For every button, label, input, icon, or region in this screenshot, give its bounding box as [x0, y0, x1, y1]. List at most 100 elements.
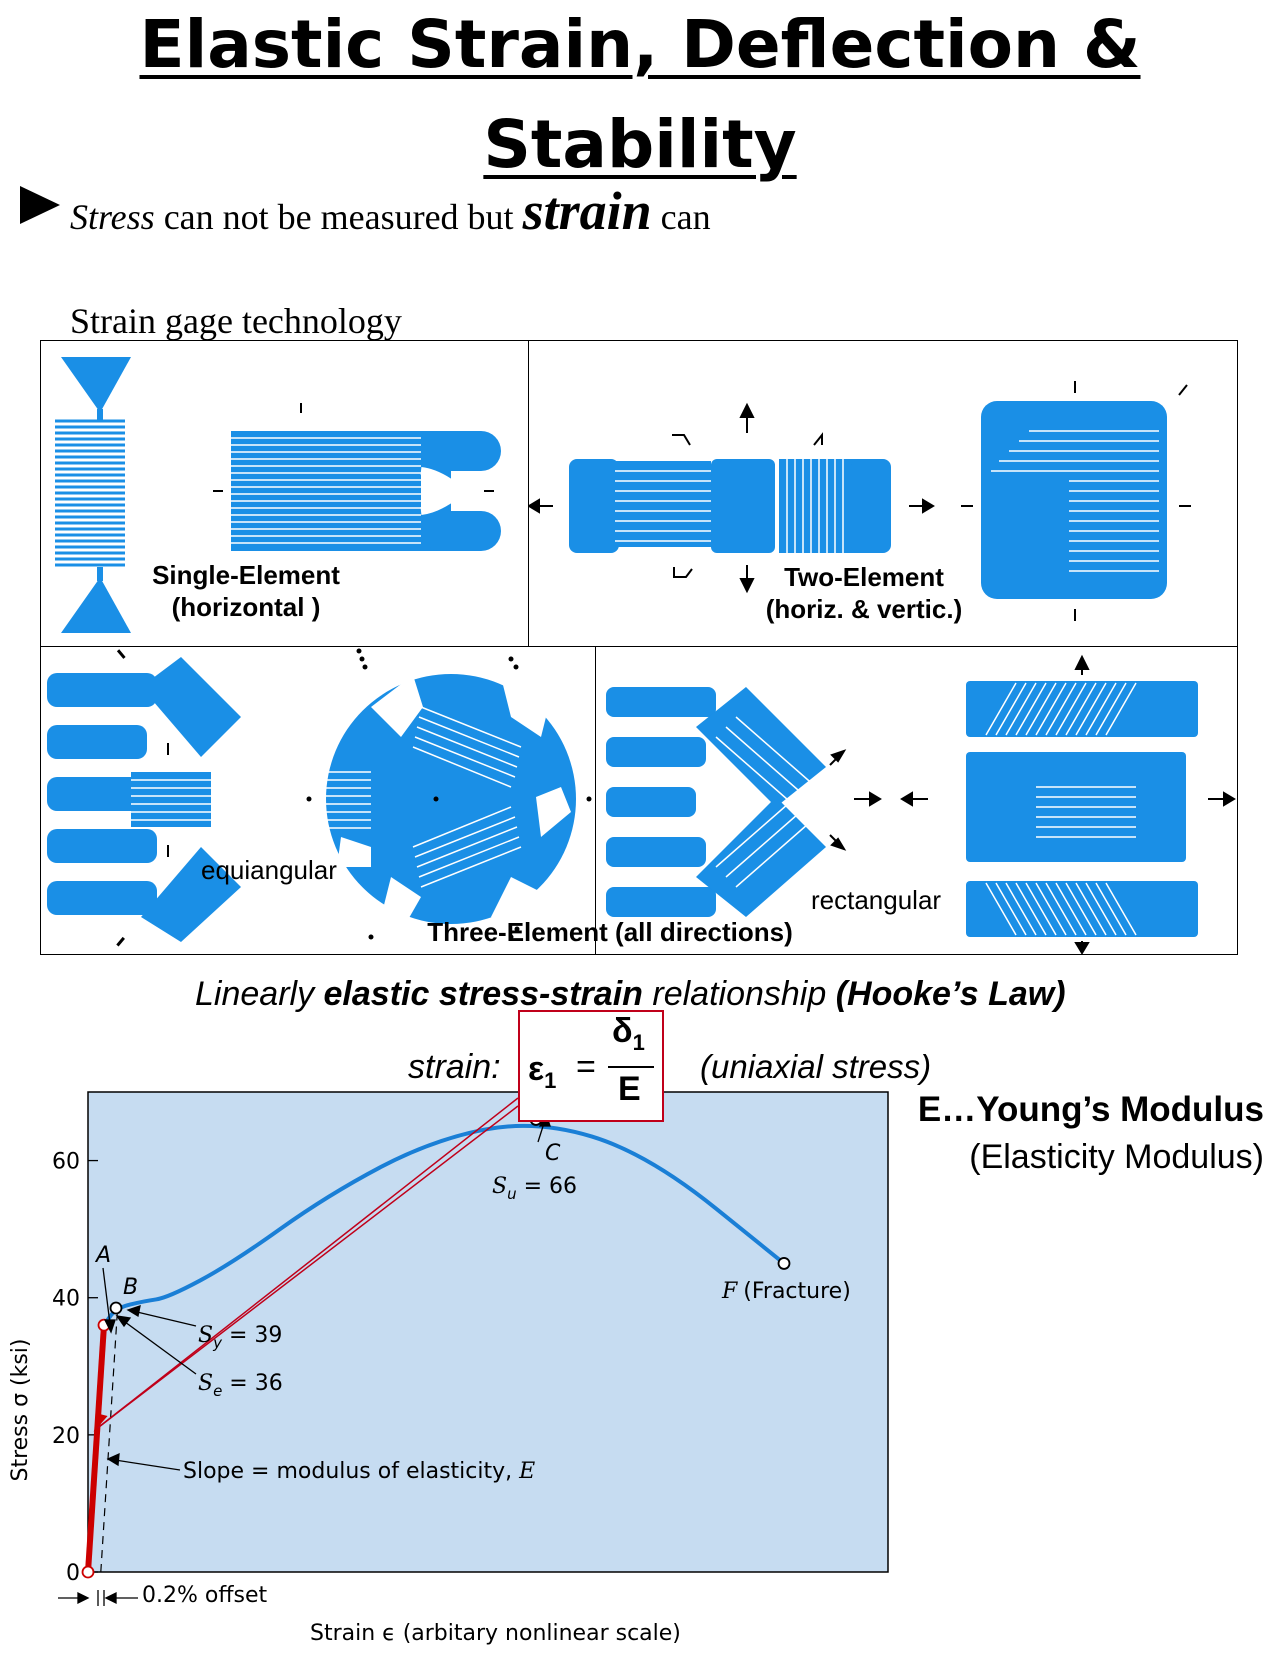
label-su-sub: u [507, 1185, 517, 1203]
label-sy-val: = 39 [222, 1323, 282, 1348]
formula-callout-line-1 [97, 1097, 519, 1429]
label-single-line2: (horizontal ) [171, 592, 321, 622]
y-axis-label: Stress σ (ksi) [8, 1338, 33, 1481]
label-fracture-text: (Fracture) [743, 1279, 851, 1304]
label-slope-text: Slope = modulus of elasticity, [183, 1459, 519, 1484]
label-su-s: S [492, 1174, 507, 1199]
formula-numerator: δ1 [612, 1012, 645, 1056]
stress-strain-curve [102, 1123, 786, 1327]
label-single-line1: Single-Element [152, 560, 340, 590]
eq-tab-5 [47, 881, 157, 915]
label-two-line2: (horiz. & vertic.) [765, 594, 963, 624]
two-grid-gaps [615, 430, 1159, 572]
label-equiangular: equiangular [201, 855, 337, 885]
hooke-text-1: Linearly [195, 975, 324, 1013]
strain-formula-label: strain: [408, 1048, 501, 1086]
rect-tab-1 [606, 687, 716, 717]
formula-callout-arrowhead [93, 1414, 108, 1432]
chart-point-marker [109, 1301, 123, 1315]
subheading-strain-gage: Strain gage technology [70, 301, 402, 341]
label-su-val: = 66 [517, 1174, 577, 1199]
bullet-triangle-icon [20, 186, 60, 224]
formula-lhs: ε1 [528, 1050, 556, 1094]
label-su: Su = 66 [492, 1174, 577, 1203]
formula-delta: δ [612, 1012, 633, 1050]
label-slope: Slope = modulus of elasticity, E [183, 1459, 535, 1484]
label-se-val: = 36 [222, 1371, 282, 1396]
formula-denominator: E [618, 1070, 641, 1108]
formula-callout-line-2 [97, 1105, 519, 1429]
single-alignment-marks [213, 403, 494, 492]
chart-key-points [81, 1113, 791, 1579]
gage-tab-top [61, 357, 131, 411]
single-tab-lower [421, 511, 501, 551]
page-title-line2: Stability [483, 106, 797, 183]
rect-tab-3 [606, 787, 696, 817]
rect-grid-gaps [715, 682, 1137, 936]
two-arrows [529, 381, 1191, 621]
panel-three-element-equiangular: equiangular [40, 646, 597, 955]
rect-grid-bottom [966, 881, 1198, 937]
gage-tab-bottom [61, 579, 131, 633]
rectangular-gage-drawings [606, 654, 1236, 954]
label-point-a: A [94, 1243, 111, 1268]
eq-tab-1 [47, 673, 157, 707]
panel-single-element: Single-Element (horizontal ) [40, 340, 530, 648]
label-se: Se = 36 [198, 1371, 283, 1400]
eq-tab-2 [47, 725, 147, 759]
bullet-text-can: can [651, 197, 711, 237]
offset-dashed-line [100, 1307, 119, 1573]
formula-equals: = [576, 1048, 596, 1086]
eq-tab-4 [47, 829, 157, 863]
youngs-modulus-label: E…Young’s Modulus [917, 1090, 1264, 1129]
gage-lead-bottom [97, 567, 103, 581]
two-right-tab [851, 459, 891, 553]
chart-point-marker [777, 1257, 791, 1270]
eq-grid-upper [141, 657, 241, 757]
single-grid-block [231, 431, 451, 551]
gage-lead-top [97, 409, 103, 421]
chart-point-marker [81, 1565, 95, 1579]
eq-alignment-marks [116, 648, 592, 947]
eq-grid-center [131, 772, 211, 827]
two-element-gage-drawings [529, 381, 1191, 621]
label-slope-e: E [518, 1459, 535, 1484]
label-rectangular: rectangular [811, 885, 942, 915]
bullet-text-stress: Stress [70, 197, 155, 237]
equiangular-gage-drawings [47, 648, 592, 947]
single-tab-upper [421, 431, 501, 471]
eq-rosette-cutouts [337, 675, 571, 937]
label-point-c: C [545, 1141, 561, 1166]
hooke-text-4: (Hooke’s Law) [835, 975, 1066, 1013]
uniaxial-stress-note: (uniaxial stress) [700, 1048, 932, 1085]
label-offset: 0.2% offset [142, 1583, 267, 1608]
eq-grid-lower [141, 847, 241, 942]
label-sy-sub: y [212, 1334, 223, 1352]
vertical-grid-lines [55, 419, 125, 567]
bullet-text-mid: can not be measured but [154, 197, 523, 237]
label-se-sub: e [213, 1382, 222, 1400]
label-sy: Sy = 39 [198, 1323, 282, 1352]
single-grid-gaps [231, 437, 467, 544]
bullet-stress-strain: Stress can not be measured but strain ca… [20, 180, 711, 242]
y-tick-label: 20 [52, 1424, 80, 1449]
label-point-b: B [123, 1275, 138, 1300]
formula-fraction-bar [608, 1066, 654, 1068]
label-two-line1: Two-Element [784, 562, 944, 592]
eq-rosette-disc [326, 674, 576, 924]
rect-tab-2 [606, 737, 706, 767]
hooke-text-3: relationship [642, 975, 836, 1013]
formula-epsilon: ε [528, 1050, 545, 1088]
rect-grid-top [966, 681, 1198, 737]
hookes-law-heading: Linearly elastic stress-strain relations… [195, 975, 1066, 1014]
y-tick-label: 40 [52, 1287, 80, 1312]
label-single-element: Single-Element (horizontal ) [131, 559, 361, 623]
eq-grid-gaps [131, 706, 522, 888]
formula-delta-sub: 1 [632, 1029, 645, 1055]
rect-grid-diag-b [696, 797, 826, 917]
label-sy-s: S [198, 1323, 213, 1348]
panel-three-element-rectangular: rectangular [595, 646, 1238, 955]
two-horiz-grid [615, 461, 711, 547]
